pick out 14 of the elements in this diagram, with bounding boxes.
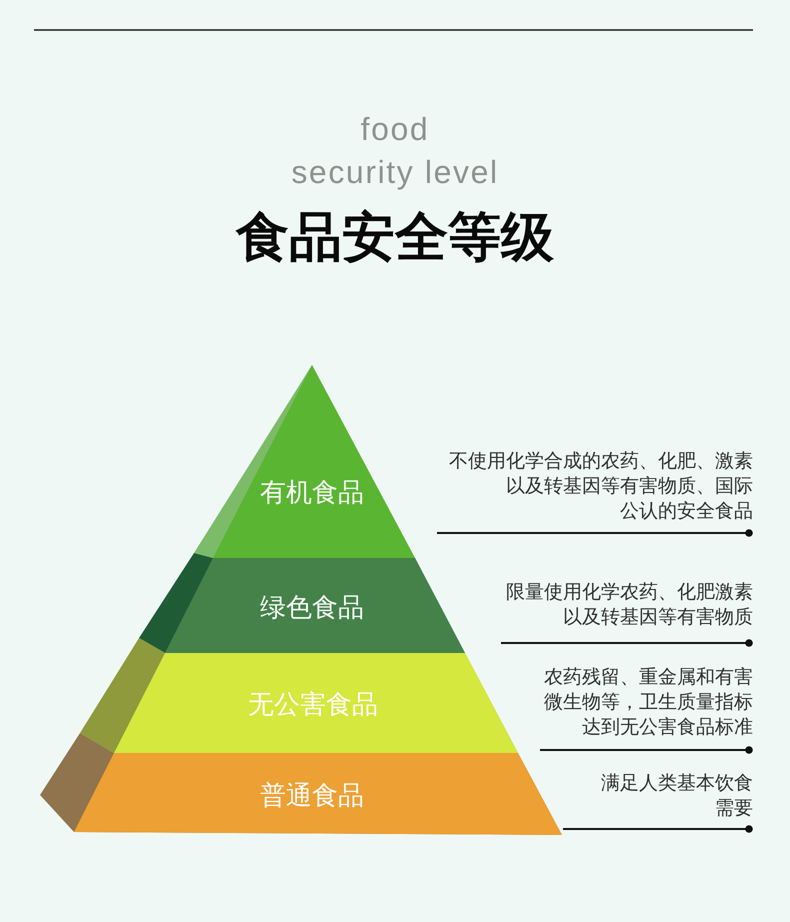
- tier-label: 普通食品: [260, 780, 364, 812]
- pyramid-tier: [40, 733, 562, 835]
- pyramid-tier: [139, 553, 465, 653]
- tier-label: 绿色食品: [260, 592, 364, 624]
- subtitle-text: food security level: [291, 110, 499, 192]
- tier-label: 无公害食品: [248, 689, 378, 721]
- pyramid-tier: [80, 638, 518, 753]
- heading: 食品安全等级: [236, 207, 554, 267]
- description-text: 限量使用化学农药、化肥激素以及转基因等有害物质: [506, 580, 753, 630]
- description-text: 农药残留、重金属和有害微生物等，卫生质量指标达到无公害食品标准: [544, 665, 753, 740]
- description-text: 满足人类基本饮食需要: [601, 771, 753, 821]
- tier-label: 有机食品: [260, 477, 364, 509]
- description-text: 不使用化学合成的农药、化肥、激素以及转基因等有害物质、国际公认的安全食品: [449, 449, 753, 524]
- pyramid-tier: [194, 365, 415, 558]
